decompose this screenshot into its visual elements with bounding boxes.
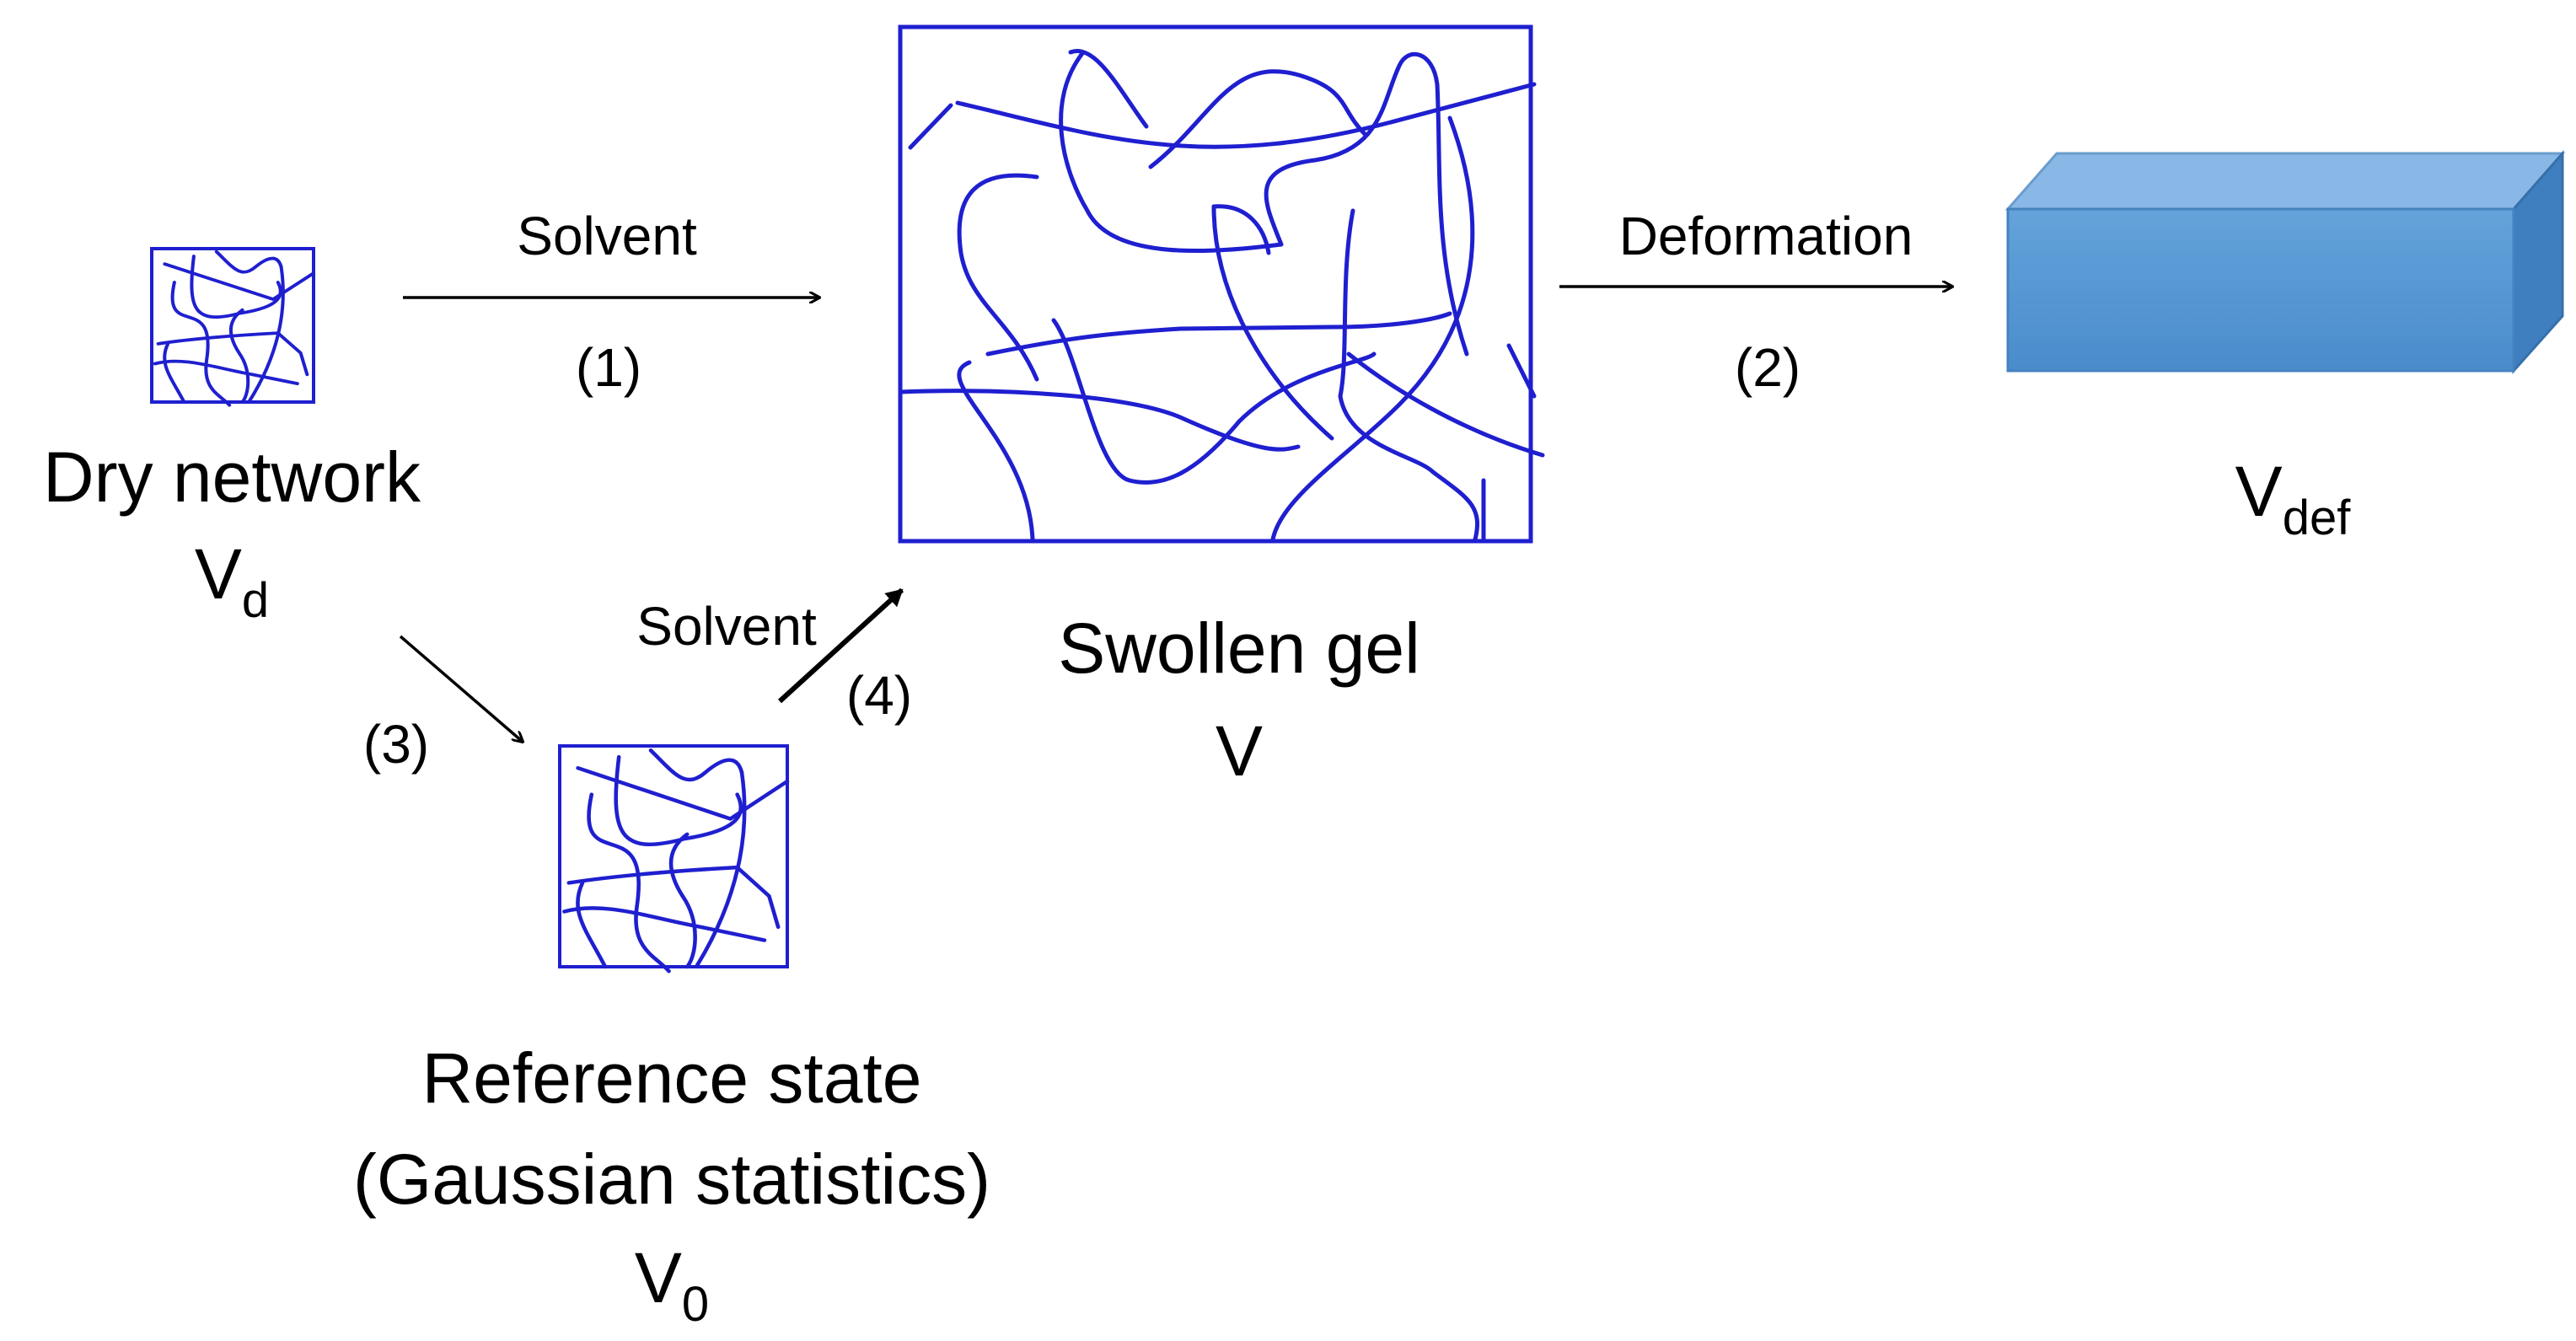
arrow-reference-3 — [399, 635, 523, 742]
solvent-label-diagonal: Solvent — [636, 596, 817, 657]
deformed-block-figure — [2004, 150, 2566, 374]
reference-state-figure — [558, 744, 789, 973]
reference-state-label: Reference state — [421, 1038, 921, 1118]
dry-network-figure — [150, 247, 315, 406]
deformed-volume: Vdef — [2235, 452, 2352, 545]
reference-volume: V0 — [635, 1238, 709, 1332]
swollen-gel-figure — [898, 24, 1545, 544]
step-4-label: (4) — [846, 665, 912, 726]
step-1-label: (1) — [576, 337, 641, 398]
step-2-label: (2) — [1735, 337, 1801, 398]
swollen-gel-label: Swollen gel — [1058, 609, 1420, 688]
step-3-label: (3) — [363, 714, 429, 775]
arrow-solvent-4 — [777, 587, 904, 704]
gaussian-statistics-label: (Gaussian statistics) — [353, 1140, 990, 1219]
swollen-gel-volume: V — [1216, 711, 1263, 791]
dry-network-label: Dry network — [43, 437, 421, 517]
solvent-label-top: Solvent — [517, 206, 697, 266]
dry-network-volume: Vd — [195, 534, 269, 628]
deformation-label: Deformation — [1619, 206, 1913, 266]
